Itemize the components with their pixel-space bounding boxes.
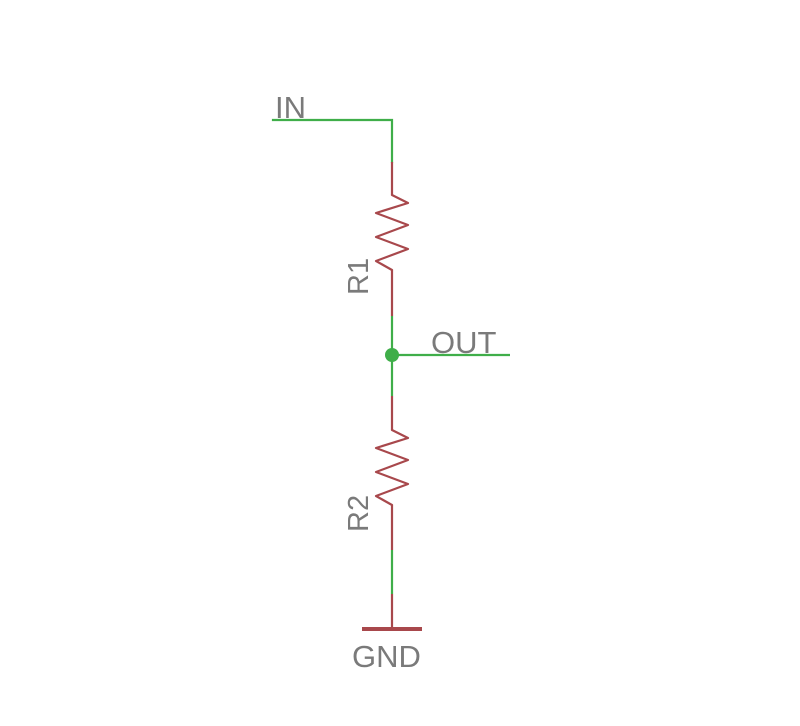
input-label: IN: [275, 90, 306, 125]
resistor-r1: [374, 193, 410, 272]
ground-label: GND: [352, 639, 421, 674]
r2-label: R2: [343, 495, 375, 532]
r1-label: R1: [343, 258, 375, 295]
resistor-r2: [374, 428, 410, 507]
output-label: OUT: [431, 325, 497, 360]
wire-input: [271, 118, 394, 164]
junction-dot: [385, 348, 399, 362]
